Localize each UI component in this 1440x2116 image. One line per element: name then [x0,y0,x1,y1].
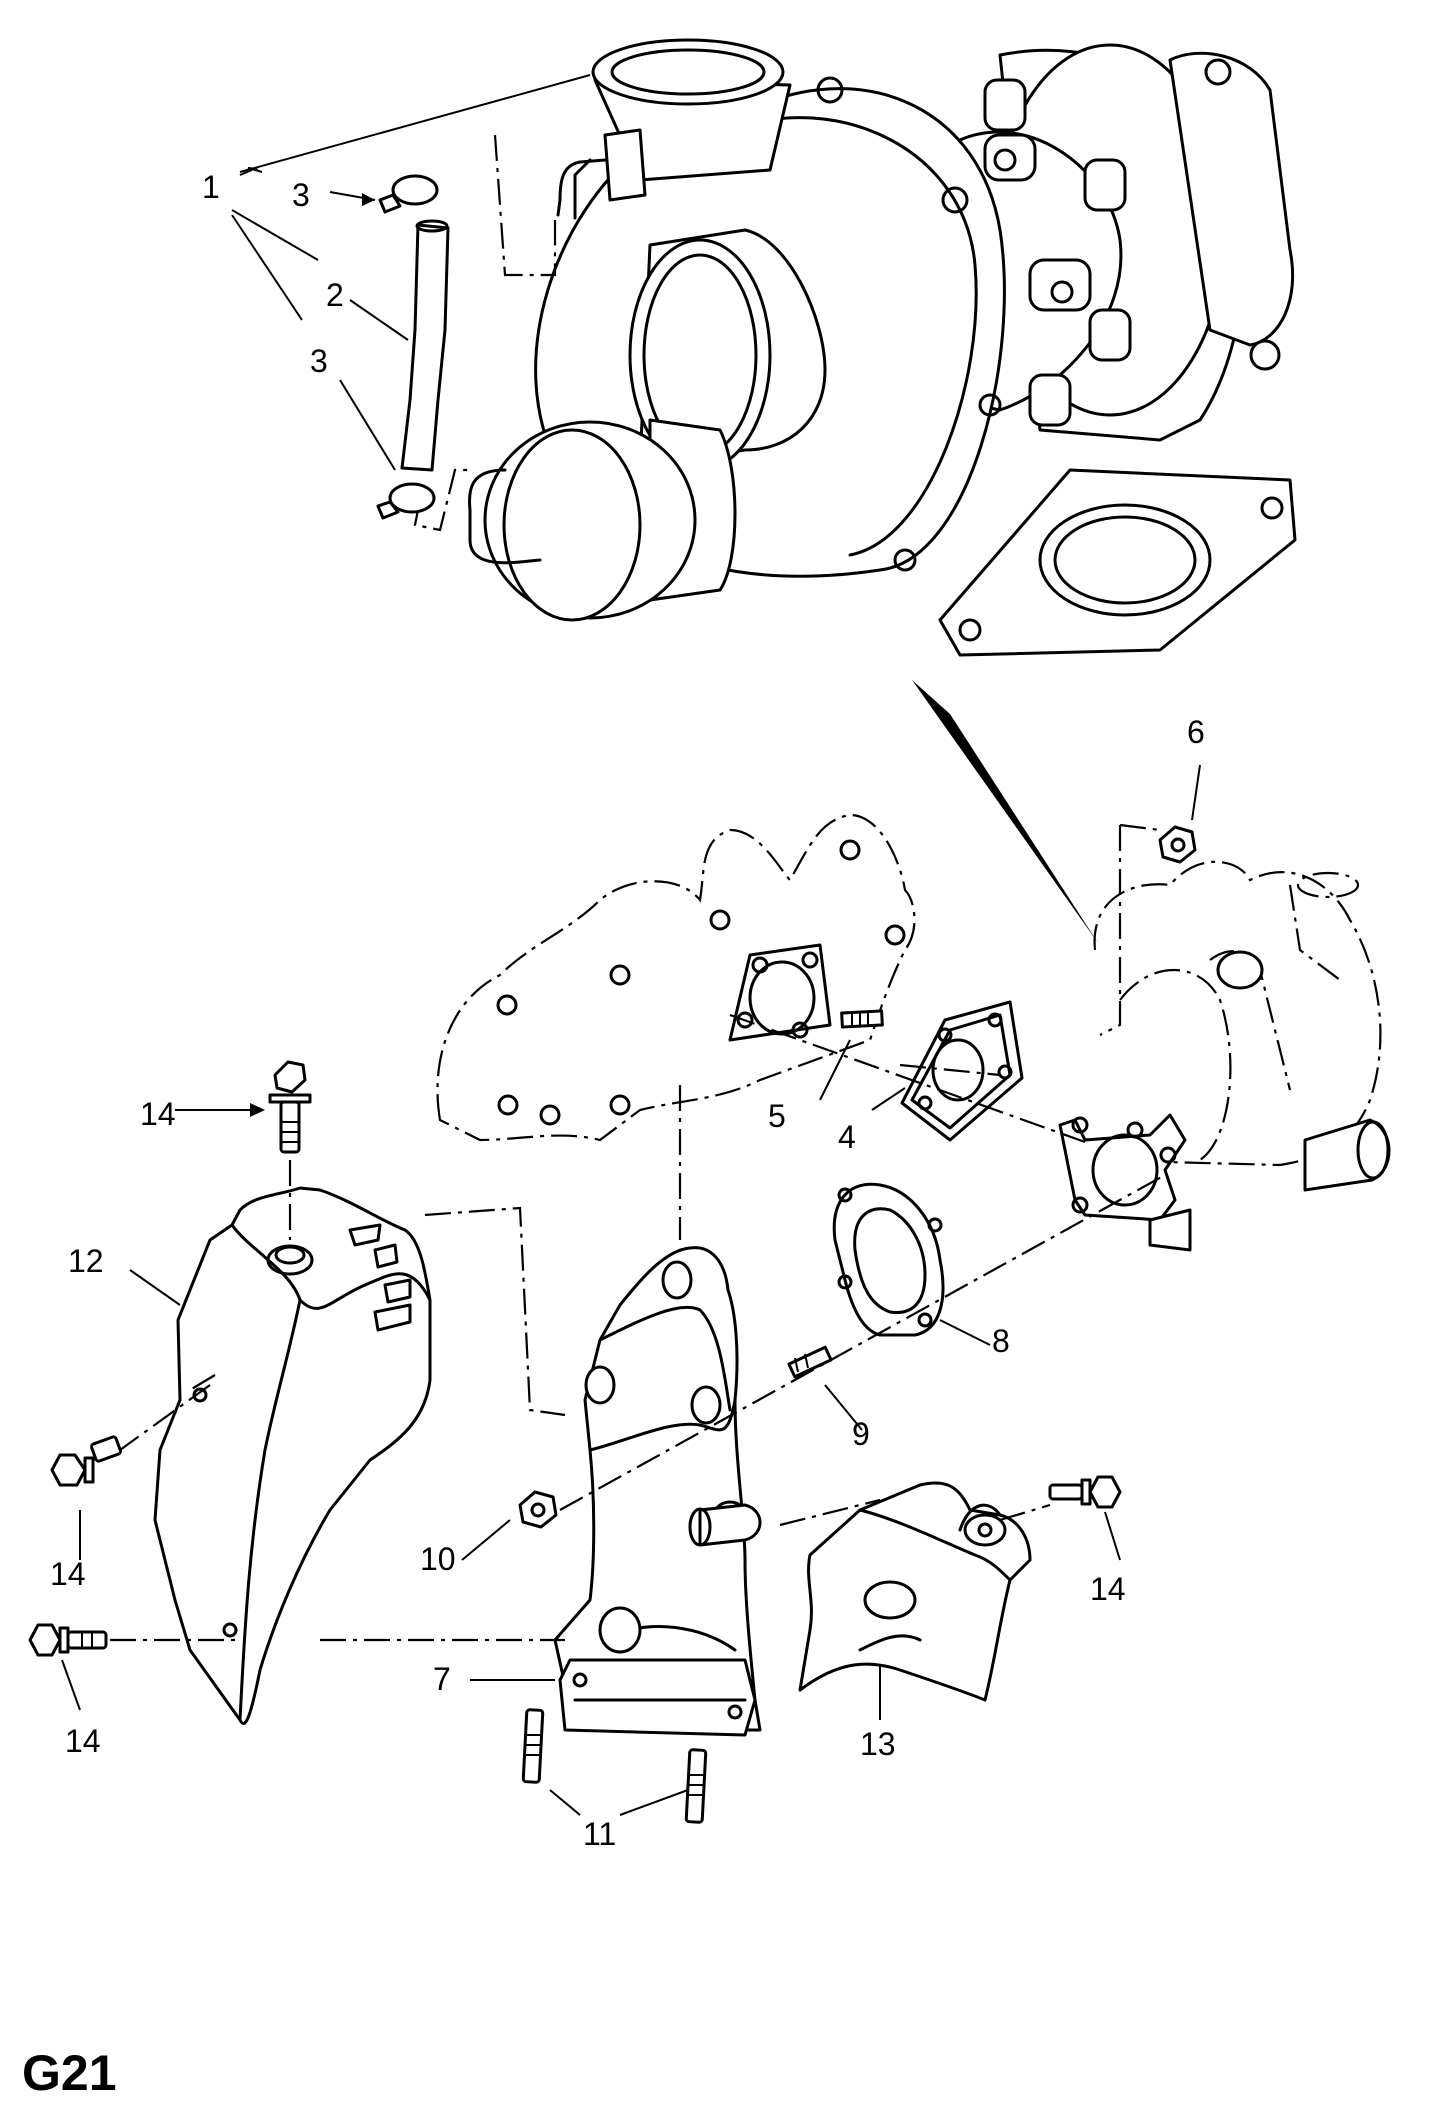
callout-10: 10 [420,1541,456,1577]
assembly-lines [110,823,1166,1642]
callout-1: 1 [202,169,220,205]
stud-part-5 [840,1009,884,1029]
callout-8: 8 [992,1323,1010,1359]
turbocharger-detail-drawing [376,38,1297,657]
callout-3-upper: 3 [292,177,310,213]
bolt-part-14-top [268,1060,312,1154]
stud-part-9 [787,1345,833,1379]
callout-4: 4 [838,1119,856,1155]
studs-part-11 [521,1708,708,1824]
hose-clamp-upper [378,174,439,214]
bolt-part-14-left-lower [28,1623,108,1657]
bolt-part-14-left-upper [50,1435,122,1487]
callout-6: 6 [1187,714,1205,750]
hose-clamp-lower [376,482,436,520]
gasket-part-8 [832,1182,945,1337]
callout-7: 7 [433,1661,451,1697]
callout-14-left-lower: 14 [65,1723,101,1759]
callout-9: 9 [852,1416,870,1452]
callout-13: 13 [860,1726,896,1762]
page-code: G21 [22,2045,117,2101]
detail-pointer-arrow [912,680,1098,943]
nut-part-10 [518,1490,558,1529]
callout-14-left-upper: 14 [50,1556,86,1592]
callout-11: 11 [583,1816,616,1852]
exhaust-elbow-part-7 [553,1246,762,1737]
callout-labels: 1 3 2 3 6 14 5 4 12 8 9 14 10 14 7 14 13… [50,169,1205,1852]
exhaust-manifold-outline [436,813,916,1142]
callout-12: 12 [68,1243,104,1279]
nut-part-6 [1158,825,1197,864]
callout-14-right: 14 [1090,1571,1126,1607]
leader-lines [61,74,1201,1816]
callout-3-lower: 3 [310,343,328,379]
heat-shield-part-12 [153,1186,432,1725]
heat-shield-part-13 [798,1481,1032,1702]
callout-2: 2 [326,277,344,313]
callout-5: 5 [768,1098,786,1134]
callout-14-top: 14 [140,1096,176,1132]
vacuum-hose [400,223,450,472]
bolt-part-14-right [1048,1475,1122,1509]
turbocharger-outline [1058,860,1391,1252]
